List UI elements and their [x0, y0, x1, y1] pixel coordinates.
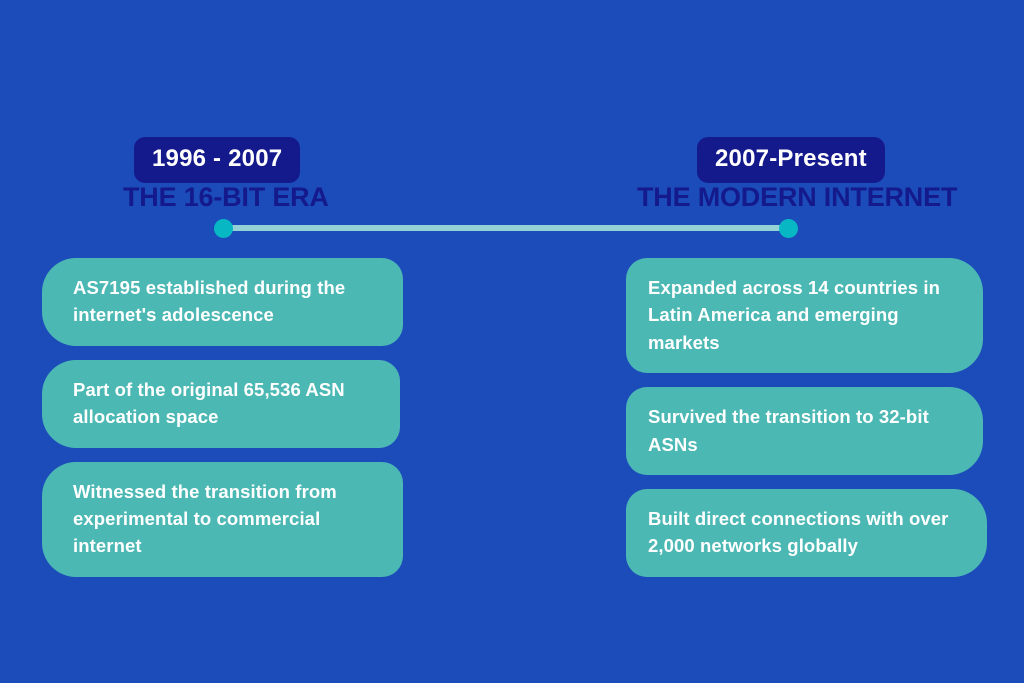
fact-card: Witnessed the transition from experiment…	[42, 461, 403, 577]
era-heading-left: THE 16-BIT ERA	[123, 182, 329, 212]
fact-card: Survived the transition to 32-bit ASNs	[626, 387, 983, 475]
fact-list-left: AS7195 established during the internet's…	[42, 258, 404, 591]
fact-card: AS7195 established during the internet's…	[42, 258, 403, 346]
timeline-node-dot-end-icon	[779, 219, 798, 238]
fact-card: Part of the original 65,536 ASN allocati…	[42, 359, 400, 448]
timeline-track	[222, 225, 790, 231]
period-badge-left: 1996 - 2007	[134, 137, 301, 183]
era-heading-right: THE MODERN INTERNET	[637, 182, 958, 212]
fact-card: Built direct connections with over 2,000…	[626, 488, 987, 577]
fact-list-right: Expanded across 14 countries in Latin Am…	[626, 258, 988, 591]
fact-card: Expanded across 14 countries in Latin Am…	[626, 258, 983, 374]
timeline-node-dot-start-icon	[214, 219, 233, 238]
period-badge-right: 2007-Present	[697, 137, 885, 183]
timeline-connector	[214, 219, 798, 238]
